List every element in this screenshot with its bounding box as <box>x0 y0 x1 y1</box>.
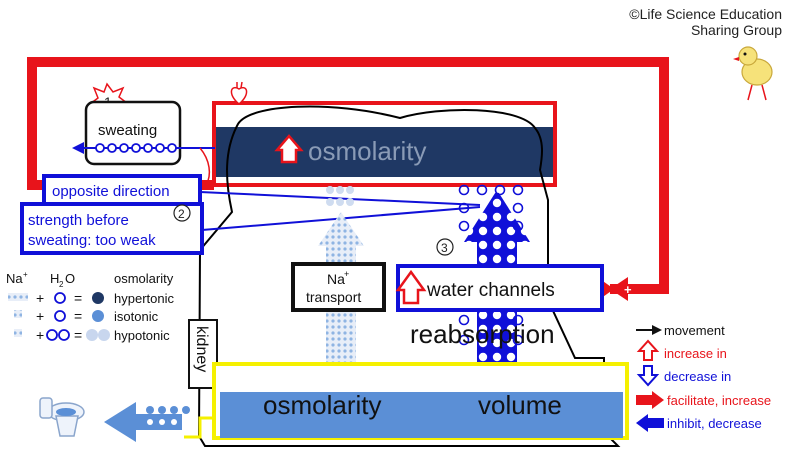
legend-movement: movement <box>664 323 725 338</box>
key-plus-3: + <box>36 327 44 343</box>
blood-osmolarity-bar <box>216 127 553 177</box>
urine-connector <box>184 416 214 439</box>
credit: ©Life Science Education Sharing Group <box>582 6 782 38</box>
urine-osmolarity-label: osmolarity <box>263 390 381 420</box>
sweat-flow-arrow <box>72 142 215 186</box>
legend-increase: increase in <box>664 346 727 361</box>
water-channels-label: water channels <box>426 280 555 301</box>
osmolarity-key: Na + H 2 O osmolarity + = hypertonic + =… <box>6 270 174 343</box>
na-transport-line-2: transport <box>306 289 361 305</box>
facilitate-plus: + <box>624 282 632 297</box>
key-plus-2: + <box>36 308 44 324</box>
opposite-direction-label: opposite direction <box>52 183 170 200</box>
key-hypertonic: hypertonic <box>114 291 174 306</box>
chick-icon <box>733 46 773 101</box>
na-transport-box <box>291 262 386 312</box>
key-equals-3: = <box>74 327 82 343</box>
legend-facilitate: facilitate, increase <box>667 393 771 408</box>
legend-decrease: decrease in <box>664 369 731 384</box>
increase-arrow-water-channels <box>395 269 427 305</box>
blood-osmolarity-label: osmolarity <box>308 136 426 166</box>
urine-volume-label: volume <box>478 390 562 420</box>
key-na-sup: + <box>23 270 28 279</box>
legend-inhibit: inhibit, decrease <box>667 416 762 431</box>
marker-3-circle <box>436 238 454 256</box>
marker-3: 3 <box>441 241 448 255</box>
toilet-icon <box>39 397 85 437</box>
marker-2: 2 <box>178 207 185 221</box>
urine-outflow-arrow <box>104 402 190 442</box>
key-osmolarity-header: osmolarity <box>114 271 174 286</box>
strength-line-1: strength before <box>28 212 129 229</box>
key-na: Na <box>6 271 23 286</box>
arrow-legend: movement increase in decrease in facilit… <box>636 323 771 432</box>
na-transport-sup: + <box>344 269 349 279</box>
facilitate-arrow-head: + <box>610 277 632 301</box>
heart-icon <box>230 81 248 105</box>
key-hypotonic: hypotonic <box>114 328 170 343</box>
kidney-outline <box>197 105 621 447</box>
key-h2o-o: O <box>65 271 75 286</box>
reabsorption-label: reabsorption <box>410 319 555 349</box>
increase-arrow-osmolarity <box>274 134 304 164</box>
key-isotonic: isotonic <box>114 309 159 324</box>
marker-2-circle <box>173 204 191 222</box>
credit-line-2: Sharing Group <box>690 22 782 38</box>
key-equals-2: = <box>74 308 82 324</box>
key-h2o-sub: 2 <box>59 280 64 289</box>
strength-box <box>20 202 204 255</box>
key-h2o-h: H <box>50 271 59 286</box>
credit-line-1: ©Life Science Education <box>629 6 782 22</box>
na-transport-na: Na <box>327 271 345 287</box>
kidney-label: kidney <box>193 326 210 372</box>
opposite-direction-box <box>42 174 202 206</box>
strength-line-2: sweating: too weak <box>28 232 156 249</box>
key-plus-1: + <box>36 290 44 306</box>
sweating-label: sweating <box>98 122 157 139</box>
key-equals-1: = <box>74 290 82 306</box>
urine-bar <box>220 392 623 438</box>
